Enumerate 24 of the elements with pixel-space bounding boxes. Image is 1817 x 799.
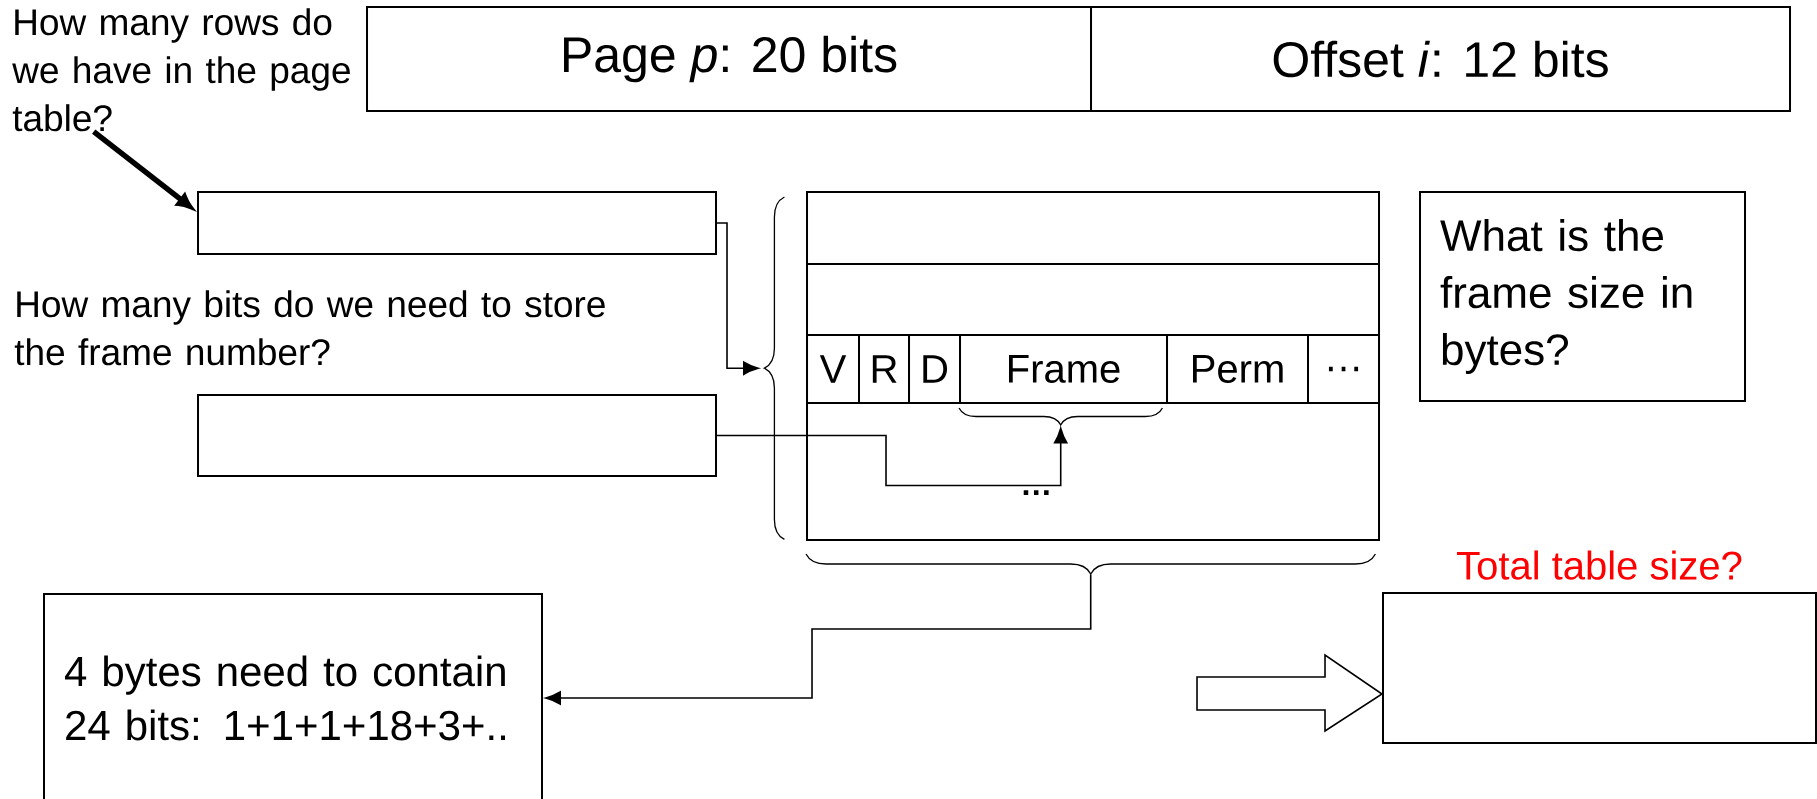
address-field: Page p: 20 bits <box>366 6 1092 112</box>
entry-field: Perm <box>1166 334 1309 404</box>
ellipsis-text: … <box>1023 490 1049 495</box>
entry-field: V <box>806 334 860 404</box>
entry-field: D <box>908 334 961 404</box>
block-arrow <box>1196 653 1384 733</box>
question-text: How many bits do we need to store the frame number? <box>14 290 605 366</box>
curly-brace <box>958 407 1164 426</box>
curly-brace <box>805 553 1377 575</box>
entry-field: R <box>858 334 910 404</box>
arrow <box>716 427 1068 487</box>
answer-box <box>197 394 717 477</box>
note-box: 4 bytes need to contain 24 bits: 1+1+1+18+3+.. <box>43 593 543 799</box>
curly-brace <box>763 196 786 541</box>
question-box: What is the frame size in bytes? <box>1419 191 1746 402</box>
address-field: Offset i: 12 bits <box>1090 6 1791 112</box>
arrow <box>716 222 759 376</box>
entry-field: … <box>1307 334 1380 404</box>
entry-field: Frame <box>959 334 1168 404</box>
arrow <box>545 573 1092 705</box>
page-table <box>805 191 1381 541</box>
question-text: Total table size? <box>1457 550 1742 580</box>
question-text: How many rows do we have in the page table? <box>12 8 350 132</box>
answer-box <box>197 191 717 255</box>
